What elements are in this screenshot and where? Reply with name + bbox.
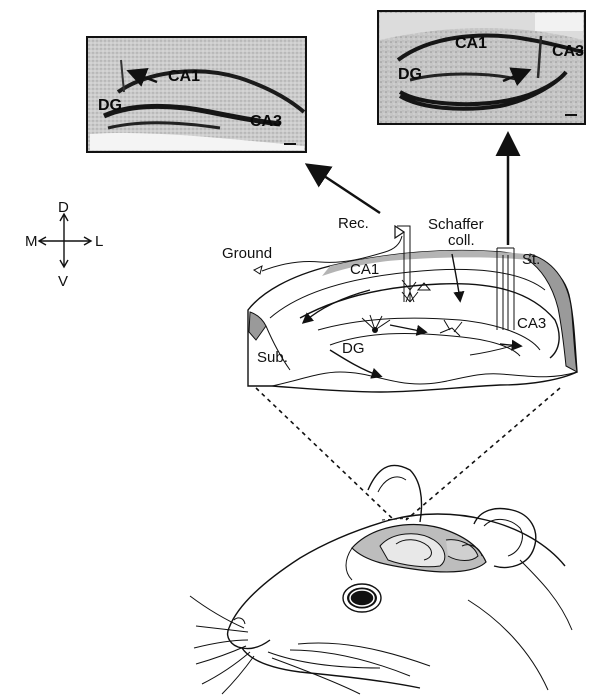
projection-line-left xyxy=(256,388,394,520)
ca1-label: CA1 xyxy=(350,261,379,278)
projection-line-right xyxy=(406,388,560,520)
micrograph-left-ca1-label: CA1 xyxy=(168,68,200,85)
compass-lateral: L xyxy=(95,233,103,250)
micrograph-right-ca3-label: CA3 xyxy=(552,43,584,60)
compass-medial: M xyxy=(25,233,38,250)
rat-head-illustration xyxy=(190,465,572,694)
rec-label: Rec. xyxy=(338,215,369,232)
ca3-label: CA3 xyxy=(517,315,546,332)
micrograph-right-ca1-label: CA1 xyxy=(455,35,487,52)
schaffer-label-line1: Schaffer xyxy=(428,216,484,233)
micrograph-right: CA1 DG CA3 xyxy=(378,11,585,124)
micrograph-left-dg-label: DG xyxy=(98,97,122,114)
hippocampal-slice: Rec. Schaffer coll. St. Ground CA1 CA3 D… xyxy=(222,215,577,392)
dg-label: DG xyxy=(342,340,365,357)
ground-label: Ground xyxy=(222,245,272,262)
orientation-compass: D V M L xyxy=(25,199,103,290)
st-label: St. xyxy=(522,251,540,268)
schaffer-label-line2: coll. xyxy=(448,232,475,249)
micrograph-left: CA1 DG CA3 xyxy=(87,37,306,152)
compass-ventral: V xyxy=(58,273,68,290)
micrograph-left-ca3-label: CA3 xyxy=(250,113,282,130)
sub-label: Sub. xyxy=(257,349,288,366)
arrow-to-left-micrograph xyxy=(309,166,380,213)
compass-dorsal: D xyxy=(58,199,69,216)
micrograph-right-dg-label: DG xyxy=(398,66,422,83)
